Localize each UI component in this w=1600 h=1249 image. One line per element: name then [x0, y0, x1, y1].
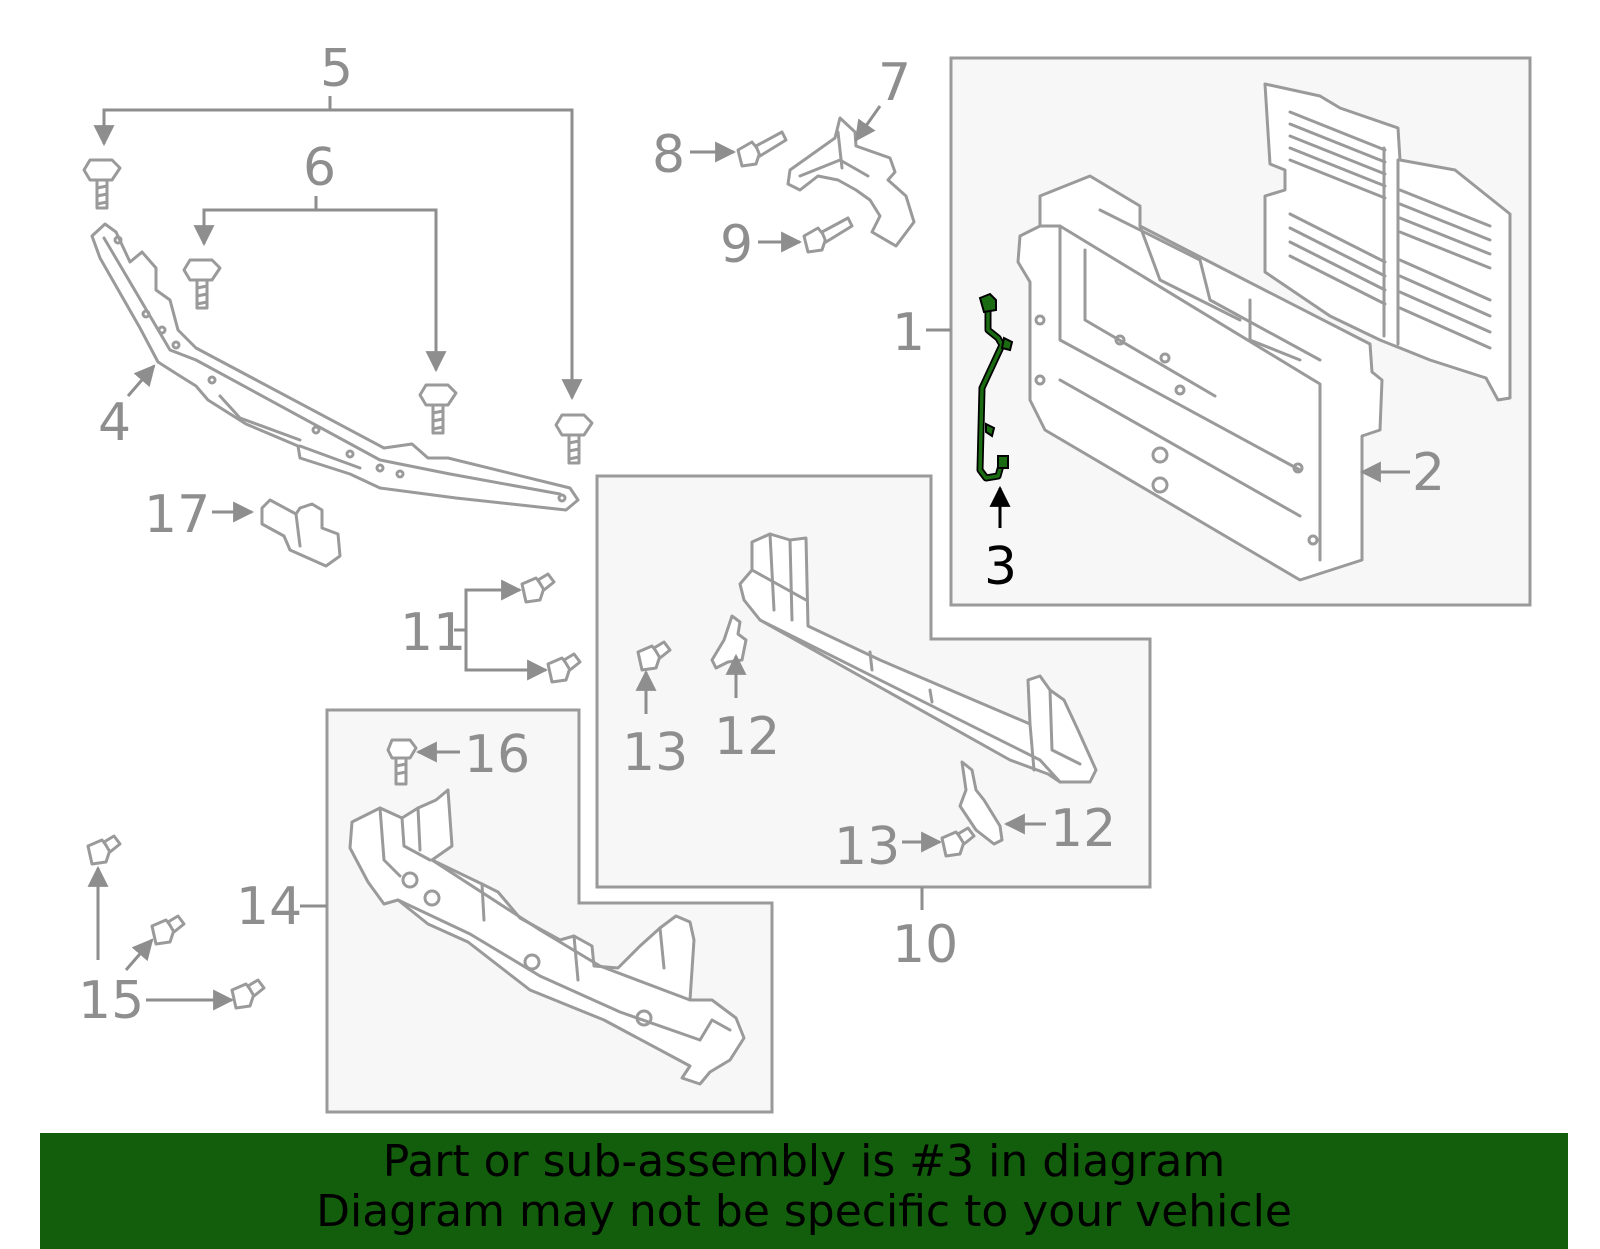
part-15-clip-top [86, 834, 122, 866]
callout-17: 17 [144, 485, 210, 545]
callout-1: 1 [892, 303, 925, 363]
callout-12-lower: 12 [1050, 799, 1116, 859]
callout-6: 6 [303, 138, 336, 198]
part-11-clip-upper [520, 572, 556, 604]
callout-12-upper: 12 [714, 707, 780, 767]
part-13-clip-upper [636, 640, 672, 672]
part-14-lower-absorber [348, 788, 746, 1086]
callout-7: 7 [878, 53, 911, 113]
part-2-radiator-shutter [1016, 82, 1512, 582]
part-11-clip-lower [546, 652, 582, 684]
part-13-clip-lower [940, 826, 976, 858]
banner-line-part-number: Part or sub-assembly is #3 in diagram [382, 1136, 1226, 1187]
callout-5: 5 [320, 39, 353, 99]
part-15-clip-bottom [230, 978, 266, 1010]
part-9-bolt [802, 216, 854, 254]
part-5-bolt-right [554, 413, 594, 465]
part-10-impact-bar [738, 532, 1098, 784]
callout-16: 16 [464, 725, 530, 785]
part-6-bolt-left [182, 258, 222, 310]
callout-4: 4 [98, 393, 131, 453]
part-8-bolt [736, 130, 788, 168]
callout-8: 8 [652, 125, 685, 185]
callout-9: 9 [720, 215, 753, 275]
banner-line-disclaimer: Diagram may not be specific to your vehi… [316, 1186, 1292, 1237]
part-5-bolt-left [82, 158, 122, 210]
callout-11: 11 [400, 603, 466, 663]
part-17-sensor [260, 498, 342, 568]
info-banner: Part or sub-assembly is #3 in diagram Di… [40, 1133, 1568, 1249]
part-4-upper-bracket [90, 222, 580, 512]
callout-10: 10 [892, 915, 958, 975]
callout-14: 14 [236, 877, 302, 937]
part-6-bolt-right [418, 383, 458, 435]
callout-2: 2 [1412, 443, 1445, 503]
part-12-bracket-lower [958, 760, 1004, 846]
callout-13-lower: 13 [834, 817, 900, 877]
callout-15: 15 [78, 971, 144, 1031]
part-15-clip-middle [150, 914, 186, 946]
part-3-wiring-harness [976, 292, 1014, 482]
callout-3-highlighted: 3 [984, 537, 1017, 597]
part-16-bolt [386, 738, 418, 786]
leader-lines [87, 96, 1410, 1011]
callout-13-upper: 13 [622, 723, 688, 783]
